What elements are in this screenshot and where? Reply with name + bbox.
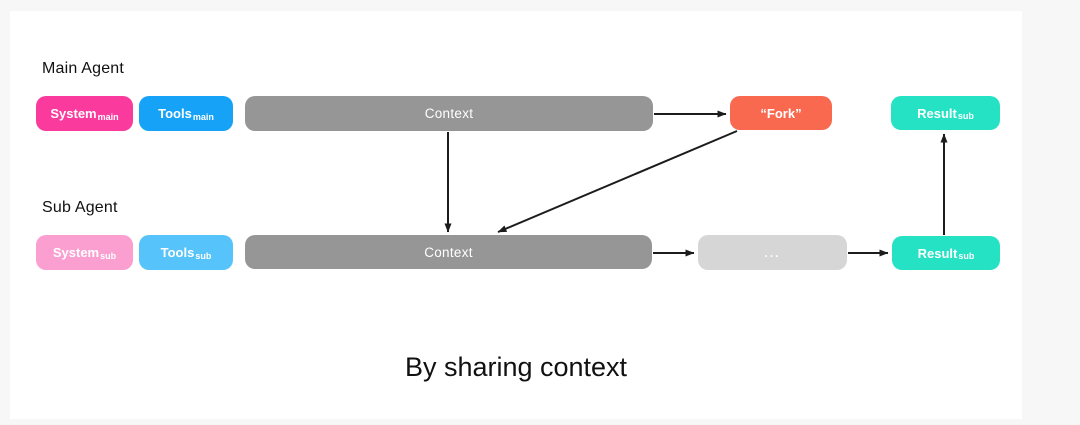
fork-label: “Fork” [760,105,802,121]
main-context-label: Context [424,106,474,121]
main-result-subscript: sub [957,111,974,121]
sub-system-label: System [52,245,100,260]
main-agent-row-label: Main Agent [42,60,125,77]
ellipsis-node: ... [698,235,847,270]
sub-tools-subscript: sub [195,250,212,261]
sub-tools-label: Tools [160,245,195,260]
main-result-label: Result [917,105,957,121]
main-system-subscript: main [97,111,119,122]
sub-result-subscript: sub [958,251,975,261]
diagram-caption: By sharing context [404,352,628,382]
main-system-label: System [50,106,97,121]
main-context-node: Context [245,96,653,131]
sub-result-label: Result [917,245,958,261]
ellipsis-label: ... [764,245,781,260]
fork-node: “Fork” [730,96,832,130]
main-tools-subscript: main [192,111,214,122]
sub-context-label: Context [424,244,473,260]
sub-agent-row-label: Sub Agent [42,199,118,216]
main-tools-label: Tools [158,106,192,121]
sub-context-node: Context [245,235,652,269]
sub-system-subscript: sub [100,250,117,261]
